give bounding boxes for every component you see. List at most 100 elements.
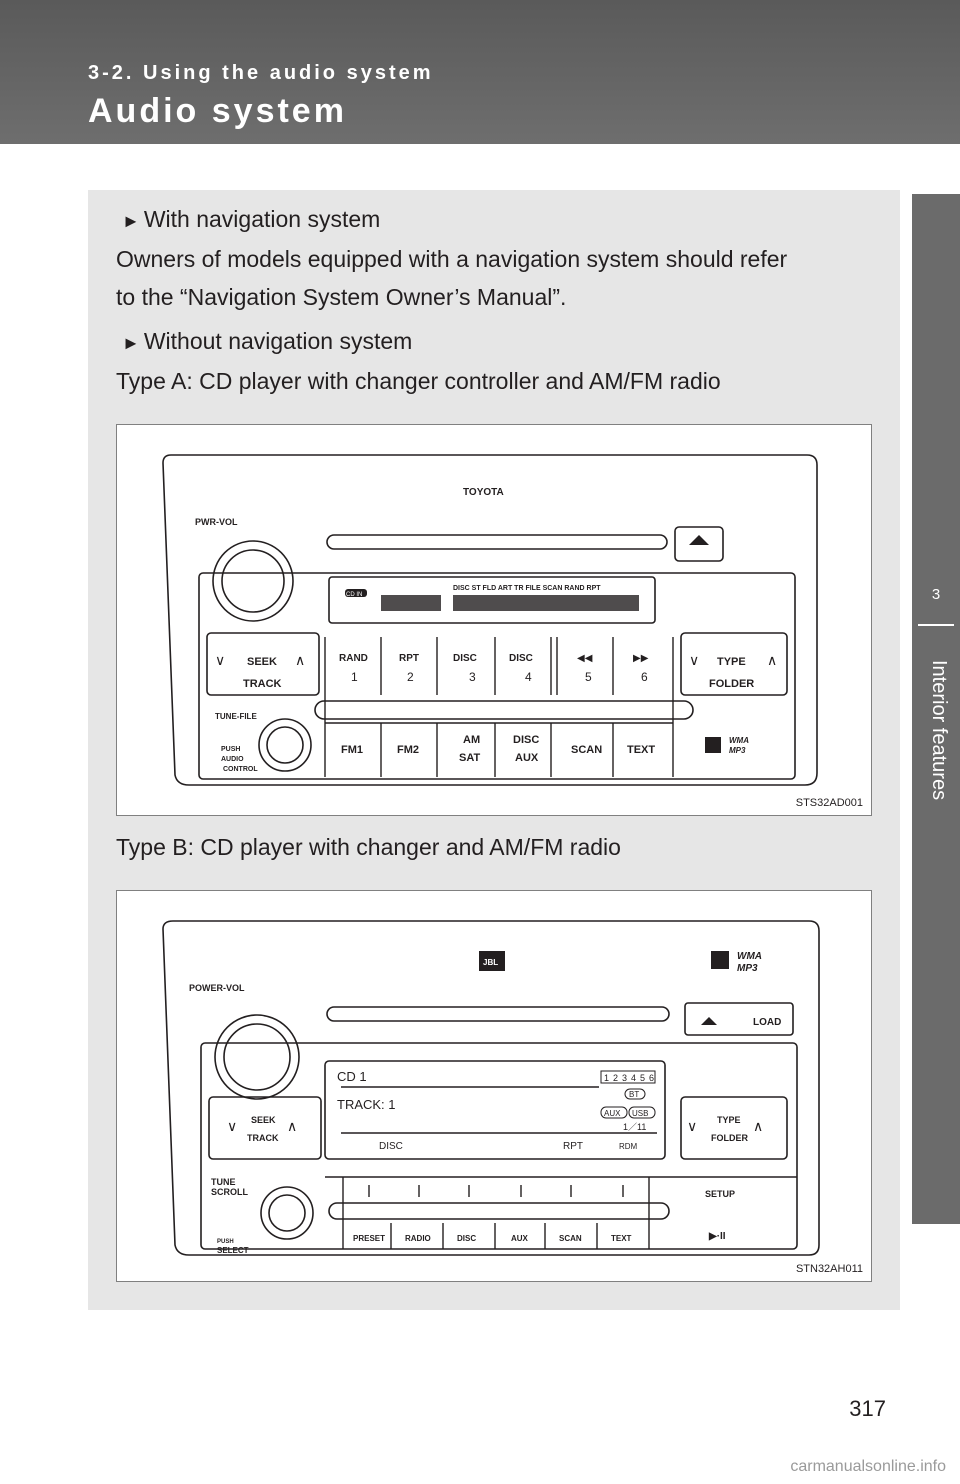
nav-text-line2: to the “Navigation System Owner’s Manual… — [116, 284, 567, 310]
track-label: TRACK — [247, 1133, 279, 1143]
am-button[interactable]: AM — [463, 734, 480, 746]
bullet-arrow-icon: ► — [122, 211, 140, 231]
figure-type-a: CD IN DISC ST FLD ART TR FILE SCAN RAND … — [116, 424, 872, 816]
preset-button[interactable]: PRESET — [353, 1234, 385, 1243]
type-down-icon[interactable]: ∨ — [689, 652, 699, 668]
tune-label: TUNE — [211, 1177, 236, 1187]
display-preset-4: 4 — [631, 1073, 636, 1083]
page-title: Audio system — [88, 92, 347, 130]
jbl-logo: JBL — [483, 958, 498, 967]
disc-logo-icon — [705, 737, 721, 753]
seek-label: SEEK — [251, 1115, 276, 1125]
display-preset-2: 2 — [613, 1073, 618, 1083]
display-preset-5: 5 — [640, 1073, 645, 1083]
folder-label: FOLDER — [709, 678, 754, 690]
load-button[interactable]: LOAD — [753, 1017, 781, 1028]
disc-button[interactable]: DISC — [457, 1234, 476, 1243]
preset-2-num[interactable]: 2 — [407, 670, 414, 684]
display-disc: DISC — [379, 1141, 403, 1152]
eject-icon[interactable] — [701, 1017, 717, 1025]
type-label: TYPE — [717, 656, 746, 668]
seek-up-icon[interactable]: ∧ — [287, 1118, 297, 1134]
bullet-arrow-icon: ► — [122, 333, 140, 353]
radio-button[interactable]: RADIO — [405, 1234, 431, 1243]
scan-button[interactable]: SCAN — [559, 1234, 582, 1243]
play-pause-button[interactable]: ▶·II — [708, 1231, 726, 1242]
scroll-label: SCROLL — [211, 1187, 249, 1197]
preset-4-top: DISC — [509, 653, 533, 664]
control-label: CONTROL — [223, 766, 258, 773]
audio-unit-type-a-illustration: CD IN DISC ST FLD ART TR FILE SCAN RAND … — [162, 454, 818, 786]
preset-6-num[interactable]: 6 — [641, 670, 648, 684]
type-up-icon[interactable]: ∧ — [753, 1118, 763, 1134]
fm1-button[interactable]: FM1 — [341, 744, 363, 756]
preset-6-top: ▶▶ — [633, 653, 649, 664]
mp3-logo: MP3 — [737, 963, 758, 974]
cd-in-label: CD IN — [346, 592, 362, 598]
type-b-caption: Type B: CD player with changer and AM/FM… — [116, 834, 621, 860]
audio-label: AUDIO — [221, 756, 244, 763]
seek-down-icon[interactable]: ∨ — [227, 1118, 237, 1134]
figure-code-a: STS32AD001 — [795, 797, 863, 809]
mp3-logo: MP3 — [729, 746, 746, 755]
nav-heading-text: With navigation system — [143, 206, 381, 232]
scan-button[interactable]: SCAN — [571, 744, 602, 756]
push-label: PUSH — [217, 1239, 234, 1245]
preset-3-num[interactable]: 3 — [469, 670, 476, 684]
display-preset-1: 1 — [604, 1073, 609, 1083]
audio-unit-type-b-illustration: JBL WMA MP3 POWER-VOL LOAD CD 1 TRACK: 1… — [162, 920, 820, 1256]
preset-2-top: RPT — [399, 653, 419, 664]
seek-up-icon[interactable]: ∧ — [295, 652, 305, 668]
wma-logo: WMA — [737, 951, 762, 962]
text-button[interactable]: TEXT — [627, 744, 655, 756]
cd-in-badge — [345, 589, 367, 597]
no-nav-heading-text: Without navigation system — [143, 328, 413, 354]
type-up-icon[interactable]: ∧ — [767, 652, 777, 668]
select-label: SELECT — [217, 1246, 249, 1255]
type-a-caption: Type A: CD player with changer controlle… — [116, 368, 721, 394]
tune-file-label: TUNE-FILE — [215, 712, 257, 721]
display-bt: BT — [629, 1090, 639, 1099]
preset-4-num[interactable]: 4 — [525, 670, 532, 684]
figure-code-b: STN32AH011 — [795, 1263, 863, 1275]
chapter-number: 3 — [931, 586, 941, 603]
preset-5-top: ◀◀ — [577, 653, 593, 664]
seek-down-icon[interactable]: ∨ — [215, 652, 225, 668]
push-label: PUSH — [221, 746, 240, 753]
display-rdm: RDM — [619, 1142, 638, 1151]
disc-logo-icon — [711, 951, 729, 969]
section-number: 3-2. Using the audio system — [88, 62, 434, 84]
preset-3-top: DISC — [453, 653, 477, 664]
preset-1-top: RAND — [339, 653, 368, 664]
no-nav-heading: ►Without navigation system — [122, 328, 412, 355]
display-count: 1／11 — [623, 1122, 646, 1132]
setup-button[interactable]: SETUP — [705, 1189, 735, 1199]
watermark: carmanualsonline.info — [790, 1458, 946, 1475]
aux-button[interactable]: AUX — [515, 752, 539, 764]
display-line1: CD 1 — [337, 1069, 367, 1084]
eject-icon[interactable] — [689, 535, 709, 545]
pwr-vol-label: PWR-VOL — [195, 517, 238, 527]
preset-1-num[interactable]: 1 — [351, 670, 358, 684]
display-usb: USB — [632, 1109, 648, 1118]
display-aux: AUX — [604, 1109, 621, 1118]
display-rpt: RPT — [563, 1141, 583, 1152]
fm2-button[interactable]: FM2 — [397, 744, 419, 756]
page-header: 3-2. Using the audio system Audio system — [0, 0, 960, 144]
sat-button[interactable]: SAT — [459, 752, 480, 764]
text-button[interactable]: TEXT — [611, 1234, 632, 1243]
nav-heading: ►With navigation system — [122, 206, 380, 233]
chapter-divider — [918, 624, 954, 626]
track-label: TRACK — [243, 678, 282, 690]
type-down-icon[interactable]: ∨ — [687, 1118, 697, 1134]
preset-5-num[interactable]: 5 — [585, 670, 592, 684]
aux-button[interactable]: AUX — [511, 1234, 529, 1243]
seek-label: SEEK — [247, 656, 277, 668]
figure-type-b: JBL WMA MP3 POWER-VOL LOAD CD 1 TRACK: 1… — [116, 890, 872, 1282]
chapter-label: Interior features — [928, 660, 950, 801]
page-number: 317 — [849, 1396, 886, 1421]
disc-button[interactable]: DISC — [513, 734, 539, 746]
display-preset-6: 6 — [649, 1073, 654, 1083]
type-label: TYPE — [717, 1115, 741, 1125]
nav-text-line1: Owners of models equipped with a navigat… — [116, 246, 788, 272]
